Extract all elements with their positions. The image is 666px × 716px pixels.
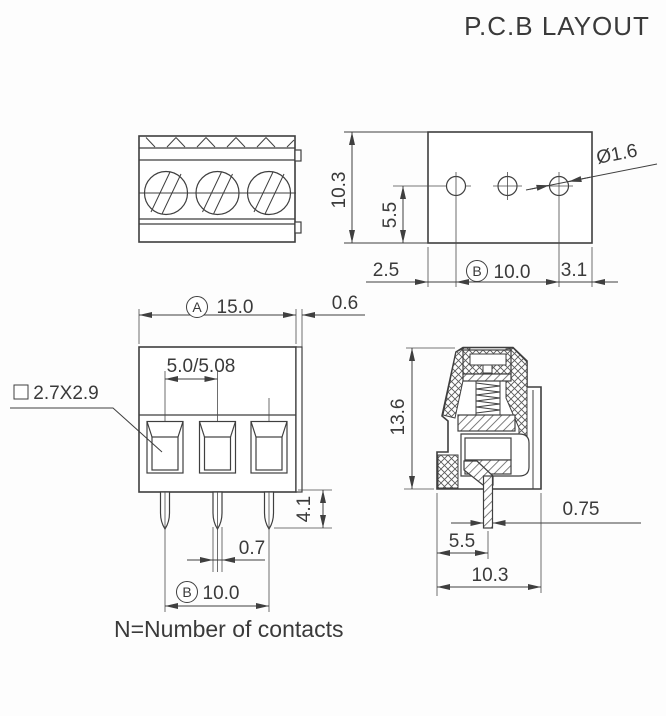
pcb-pad-view: 10.3 5.5 Ø1.6 2.5 B 10.0 3.1: [329, 131, 658, 287]
pcb-pitch-ref-label: B: [472, 263, 481, 279]
hole-diameter-label: Ø1.6: [595, 140, 639, 168]
screw-thread: [475, 382, 501, 414]
pcb-holes: [393, 172, 573, 287]
dim-side-depth: 10.3: [437, 493, 542, 593]
top-view-tab-upper: [294, 149, 302, 162]
top-view-serration-pattern: [145, 137, 295, 148]
dim-pin-pitch: B 10.0: [165, 581, 269, 609]
screw-head-3: [242, 170, 296, 216]
dim-contact-pitch: 5.0/5.08: [165, 356, 236, 382]
ref-circle-b-front: [176, 581, 198, 603]
front-view: A 15.0 0.6 5.0/5.08: [10, 293, 365, 612]
pcb-pitch-label: 10.0: [494, 262, 531, 283]
front-pitch-ref-label: B: [182, 584, 191, 600]
side-depth-label: 10.3: [472, 565, 509, 586]
callout-opening-size: 2.7X2.9: [10, 383, 163, 453]
dim-pcb-bottom: 2.5 B 10.0 3.1: [366, 247, 618, 287]
square-symbol: [13, 384, 29, 400]
top-view-screws: [139, 170, 296, 216]
front-pins: [159, 491, 275, 612]
pcb-height-label: 10.3: [329, 172, 350, 209]
dim-front-width: A 15.0 0.6: [138, 293, 365, 347]
side-screw: [462, 349, 512, 415]
opening-2: [198, 420, 237, 474]
side-view: 13.6 0.75 5.5 10.3: [388, 346, 641, 596]
front-flange-label: 0.6: [332, 293, 358, 314]
contacts-note: N=Number of contacts: [114, 616, 343, 642]
side-height-label: 13.6: [388, 399, 409, 436]
pcb-margin-right-label: 3.1: [561, 260, 587, 281]
opening-1: [146, 420, 184, 474]
pin-width-label: 0.7: [239, 538, 265, 559]
side-base-left-hatch: [437, 454, 459, 489]
screw-washer: [462, 373, 512, 382]
ref-circle-a: [186, 296, 208, 318]
opening-size-label: 2.7X2.9: [33, 383, 99, 404]
dim-pcb-hole-offset: 5.5: [380, 186, 406, 243]
front-flange: [295, 346, 303, 493]
opening-3: [250, 420, 288, 474]
contact-pitch-label: 5.0/5.08: [167, 356, 236, 377]
clamp-top-bar: [457, 414, 516, 432]
page-title: P.C.B LAYOUT: [464, 11, 650, 41]
dim-pcb-height: 10.3: [329, 131, 428, 244]
screw-head-2: [190, 170, 245, 216]
dim-side-pin-offset: 5.5: [436, 493, 489, 596]
dim-pin-length: 4.1: [274, 489, 332, 529]
opening-size-leader: [10, 407, 163, 453]
front-width-label: 15.0: [217, 297, 254, 318]
front-pin-pitch-label: 10.0: [203, 583, 240, 604]
top-view-bands: [139, 147, 295, 225]
wire-cavity: [464, 437, 512, 461]
pcb-margin-left-label: 2.5: [373, 260, 399, 281]
top-view-tab-lower: [294, 221, 302, 234]
dim-pin-width: 0.7: [187, 527, 265, 572]
side-pin: [482, 475, 494, 529]
screw-head-1: [139, 170, 193, 216]
dim-side-pin-width: 0.75: [451, 499, 641, 526]
ref-circle-b-pcb: [466, 260, 488, 282]
screw-slot: [469, 353, 507, 366]
top-view: [138, 135, 302, 243]
pin-length-label: 4.1: [294, 496, 315, 522]
pcb-hole-offset-label: 5.5: [380, 202, 401, 228]
side-pin-width-label: 0.75: [563, 499, 600, 520]
dim-side-height: 13.6: [388, 347, 455, 490]
side-pin-offset-label: 5.5: [449, 531, 475, 552]
front-width-ref-label: A: [192, 299, 202, 315]
front-openings: [146, 420, 288, 474]
